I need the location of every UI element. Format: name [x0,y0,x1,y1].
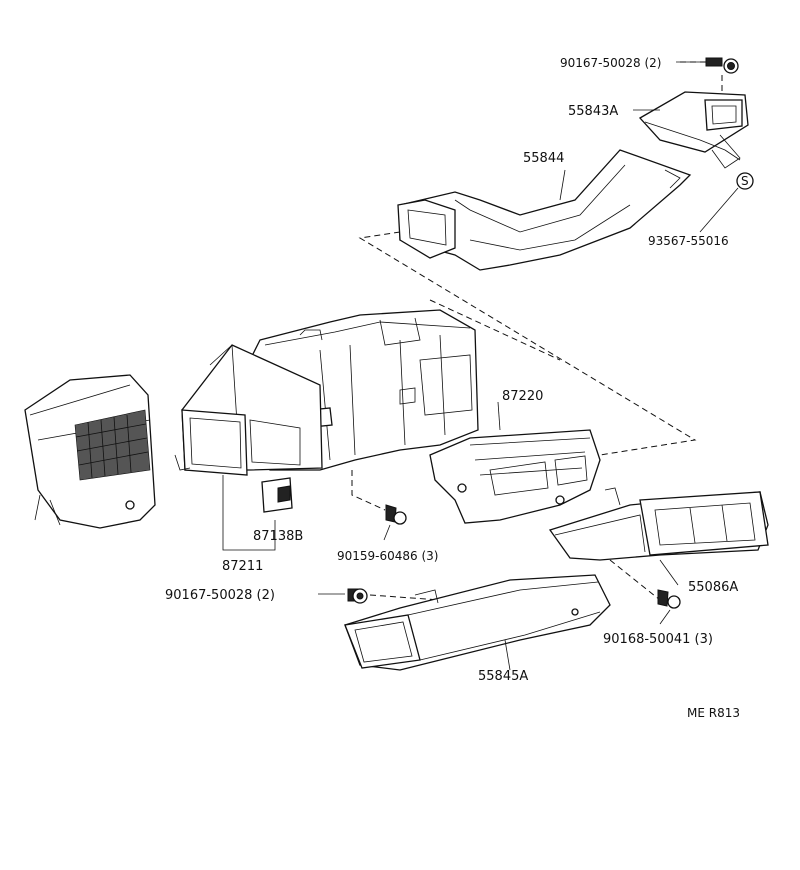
label-93567-55016: 93567-55016 [648,234,729,248]
resistor-87138b [261,477,293,513]
housing-87220 [429,429,601,524]
label-55843a: 55843A [568,104,618,119]
leader-lines [222,61,739,671]
label-87211: 87211 [222,559,263,574]
label-90167-50028-top: 90167-50028 (2) [560,56,662,70]
label-55844: 55844 [523,151,564,166]
bolt-top [705,57,739,74]
duct-55844 [397,149,692,271]
label-55845a: 55845A [478,669,528,684]
diagram-code: ME R813 [687,706,740,720]
blower-unit [174,344,323,476]
label-87138b: 87138B [253,529,303,544]
duct-55845a [344,574,611,671]
label-87220: 87220 [502,389,543,404]
duct-55086a [548,487,769,561]
label-90159-60486: 90159-60486 (3) [337,549,439,563]
vent-grid-lines [75,414,149,479]
label-55086a: 55086A [688,580,738,595]
duct-55843a [638,91,749,169]
screw-90167-bottom [347,588,368,604]
part-labels: 90167-50028 (2) 55843A 55844 S 93567-550… [165,56,749,720]
clip-s [736,172,754,190]
screw-90168 [657,589,681,609]
label-s: S [741,174,749,188]
left-vent-assembly [24,374,156,529]
label-90167-50028-bottom: 90167-50028 (2) [165,588,275,603]
label-90168-50041: 90168-50041 (3) [603,632,713,647]
screw-90159 [385,504,407,525]
